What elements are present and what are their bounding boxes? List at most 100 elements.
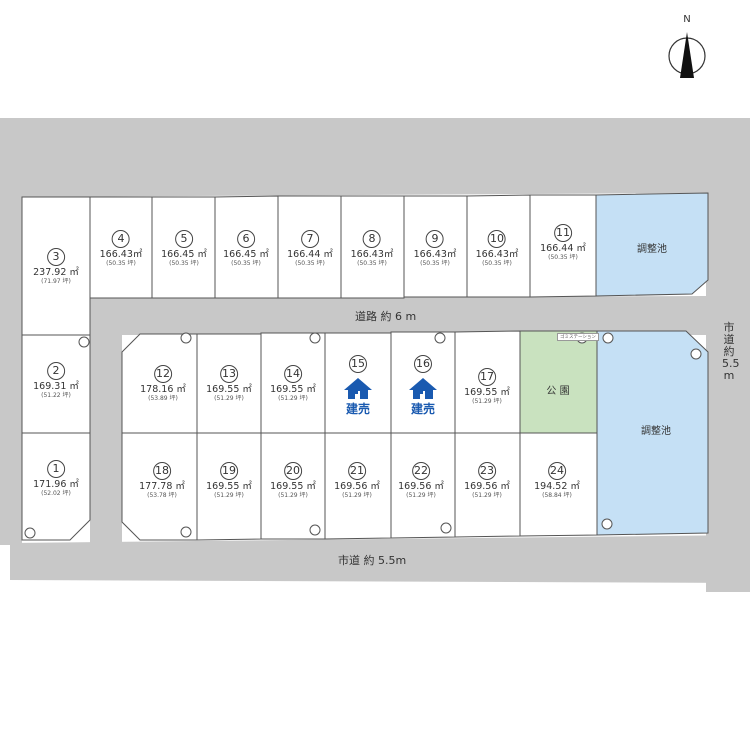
- lot-tsubo: (50.35 坪): [548, 253, 578, 261]
- right-road-char: 市: [723, 321, 735, 334]
- north-arrow-icon: [668, 32, 706, 78]
- lot-area: 166.43㎡: [99, 249, 143, 260]
- lot-tsubo: (52.02 坪): [41, 489, 71, 497]
- pond-top: [595, 192, 709, 297]
- lot-area: 169.55 ㎡: [464, 387, 510, 398]
- lot-tsubo: (51.29 坪): [214, 394, 244, 402]
- boundary-marker-icon: [434, 332, 446, 344]
- lot-number: 18: [152, 462, 171, 480]
- lot-number: 24: [547, 462, 566, 480]
- lot-area: 169.55 ㎡: [206, 384, 252, 395]
- lot-number: 16: [414, 355, 432, 373]
- lot-number: 3: [46, 248, 65, 266]
- lot-tsubo: (51.29 坪): [342, 491, 372, 499]
- lot-area: 166.44 ㎡: [287, 249, 333, 260]
- lot-tsubo: (51.29 坪): [278, 394, 308, 402]
- house-icon: [344, 378, 372, 399]
- pond-top-label: 調整池: [637, 244, 667, 255]
- lot-label: 16 建売: [408, 353, 438, 417]
- road-left-connector: [90, 298, 122, 545]
- lot-tsubo: (51.29 坪): [214, 491, 244, 499]
- right-road-char: 約: [723, 345, 735, 359]
- lot-label: 15 建売: [343, 353, 373, 417]
- lot-number: 6: [236, 230, 255, 248]
- right-road-label: 市 道 約 5.5 m: [722, 321, 740, 382]
- road-bottom: [10, 535, 750, 583]
- lot-area: 166.45 ㎡: [223, 249, 269, 260]
- road-top-area: [0, 118, 750, 197]
- lot-area: 169.56 ㎡: [334, 481, 380, 492]
- lot-area: 166.43㎡: [413, 249, 457, 260]
- lot-area: 237.92 ㎡: [33, 267, 79, 278]
- boundary-marker-icon: [24, 527, 36, 539]
- lot-tsubo: (50.35 坪): [420, 259, 450, 267]
- lot-number: 9: [426, 230, 444, 248]
- lot-area: 169.56 ㎡: [464, 481, 510, 492]
- lot-number: 14: [283, 365, 302, 383]
- lot-tsubo: (53.78 坪): [147, 491, 177, 499]
- boundary-marker-icon: [601, 518, 613, 530]
- lot-number: 4: [112, 230, 130, 248]
- lot-18[interactable]: [121, 432, 198, 541]
- lot-3[interactable]: [21, 196, 91, 336]
- park-label: 公 園: [546, 386, 570, 397]
- lot-area: 166.43㎡: [350, 249, 394, 260]
- road-inner: [90, 296, 706, 340]
- lot-tsubo: (51.22 坪): [41, 391, 71, 399]
- for-sale-house: 建売: [343, 377, 373, 417]
- bottom-road-label: 市道 約 5.5m: [338, 554, 407, 567]
- lot-tsubo: (58.84 坪): [542, 491, 572, 499]
- inner-road-label: 道路 約 6 m: [355, 310, 417, 323]
- lot-tsubo: (51.29 坪): [278, 491, 308, 499]
- north-label: N: [683, 14, 691, 25]
- pond-right-label: 調整池: [641, 426, 671, 437]
- lot-area: 166.44 ㎡: [540, 243, 586, 254]
- boundary-marker-icon: [602, 332, 614, 344]
- lot-number: 10: [488, 230, 506, 248]
- boundary-marker-icon: [309, 524, 321, 536]
- lot-area: 178.16 ㎡: [140, 384, 186, 395]
- lot-tsubo: (51.29 坪): [472, 491, 502, 499]
- for-sale-house: 建売: [408, 377, 438, 417]
- boundary-marker-icon: [180, 526, 192, 538]
- lot-number: 8: [363, 230, 381, 248]
- lot-area: 177.78 ㎡: [139, 481, 185, 492]
- road-left-edge: [0, 197, 22, 545]
- lot-tsubo: (50.35 坪): [295, 259, 325, 267]
- boundary-marker-icon: [180, 332, 192, 344]
- lot-tsubo: (50.35 坪): [482, 259, 512, 267]
- lot-tsubo: (53.89 坪): [148, 394, 178, 402]
- lot-area: 169.55 ㎡: [270, 481, 316, 492]
- boundary-marker-icon: [440, 522, 452, 534]
- lot-tsubo: (51.29 坪): [406, 491, 436, 499]
- lot-tsubo: (50.35 坪): [231, 259, 261, 267]
- lot-tsubo: (50.35 坪): [169, 259, 199, 267]
- boundary-marker-icon: [309, 332, 321, 344]
- lot-number: 23: [477, 462, 496, 480]
- lot-number: 5: [174, 230, 193, 248]
- lot-number: 15: [349, 355, 367, 373]
- lot-tsubo: (50.35 坪): [357, 259, 387, 267]
- lot-area: 169.55 ㎡: [270, 384, 316, 395]
- lot-number: 12: [153, 365, 172, 383]
- lot-tsubo: (71.97 坪): [41, 277, 71, 285]
- lot-area: 194.52 ㎡: [534, 481, 580, 492]
- house-icon: [409, 378, 437, 399]
- lot-area: 166.43㎡: [475, 249, 519, 260]
